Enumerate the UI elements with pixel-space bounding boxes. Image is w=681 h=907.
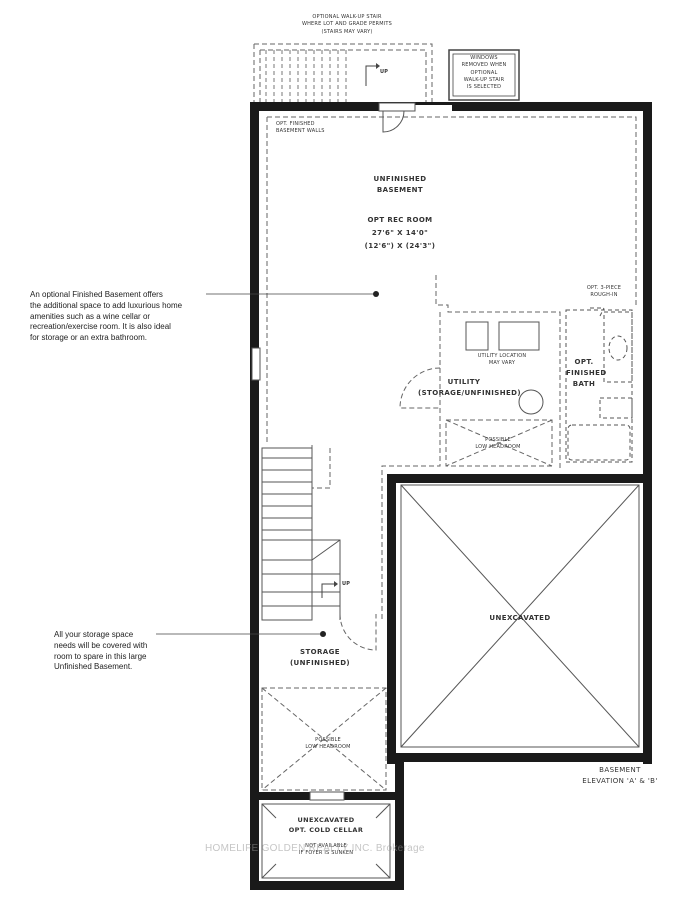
storage-space-note: All your storage space needs will be cov… [54,630,148,672]
wall-bottom [250,881,404,890]
storage-x2 [261,687,387,791]
utility-left [381,312,441,622]
storage-dot [320,631,326,637]
wall-storage-right [395,753,404,890]
unexcavated-label: UNEXCAVATED [489,614,551,622]
opt-finished-bath-label: OPT. FINISHED BATH [566,358,607,388]
walkup-stair-outline [253,43,433,102]
walkup-stair-label: OPTIONAL WALK-UP STAIR WHERE LOT AND GRA… [301,14,393,35]
wall-garage-bottom [396,753,652,762]
basement-elevation-label: BASEMENT ELEVATION 'A' & 'B' [582,766,658,785]
wall-garage-right [643,474,652,764]
cellar-window [309,791,345,801]
stair-dash [311,445,331,489]
unfinished-basement-label: UNFINISHED BASEMENT [373,175,427,194]
storage-door [339,613,377,651]
up-label-stair: UP [341,581,351,587]
bath-partition [435,275,561,468]
rec-room-dot [373,291,379,297]
windows-removed-box [448,49,520,101]
utility-location-label: UTILITY LOCATION MAY VARY [477,353,527,367]
furnace [465,321,489,351]
low-headroom-label-1: POSSIBLE LOW HEADROOM [475,437,521,451]
wall-garage-left [387,474,396,764]
walkup-treads [265,50,347,102]
rec-room-label: OPT REC ROOM [367,216,433,224]
top-door-swing [382,110,405,133]
stair-arrow-head [334,581,338,587]
stair-arrow [321,583,334,598]
garage-x2 [400,484,640,748]
garage-inner [400,484,640,748]
util-low-x2 [445,419,553,467]
windows-removed-label: WINDOWS REMOVED WHEN OPTIONAL WALK-UP ST… [461,55,507,90]
wall-top-left [250,102,385,111]
finished-basement-note: An optional Finished Basement offers the… [30,290,183,343]
finished-walls-outline [267,116,637,305]
windows-removed-inner [452,53,516,97]
left-window [251,347,261,381]
wall-top-window [385,102,452,105]
bath-fixtures [565,307,633,463]
walkup-arrow-head [376,63,380,69]
wall-top-right [452,102,652,111]
water-tank-box [498,321,540,351]
wall-left [250,102,259,890]
cold-cellar-note: NOT AVAILABLE IF FOYER IS SUNKEN [298,843,354,857]
cellar-corners [261,803,391,879]
cellar-inner [261,803,391,879]
interior-stair [261,447,341,621]
opt-finished-walls-label: OPT. FINISHED BASEMENT WALLS [276,121,325,135]
cold-cellar-label: UNEXCAVATED OPT. COLD CELLAR [288,816,364,835]
top-door [378,102,416,112]
low-headroom-label-2: POSSIBLE LOW HEADROOM [305,737,351,751]
wall-garage-top [387,474,652,483]
rec-dims-metric: (12'6") X (24'3") [364,242,436,250]
opt-3piece-label: OPT. 3-PIECE ROUGH-IN [586,285,622,299]
watermark: HOMELIFE GOLDEN REALTY INC. Brokerage [205,843,425,854]
wall-right [643,102,652,474]
utility-fixtures [465,321,544,415]
rec-dims-imperial: 27'6" X 14'0" [371,229,429,237]
walkup-arrow [365,65,376,86]
stair-stringer [261,447,313,621]
utility-label: UTILITY (STORAGE/UNFINISHED) [418,378,521,397]
up-label-top: UP [379,69,389,75]
utility-door [399,367,441,409]
dashed-lines [253,43,637,791]
water-heater [518,389,544,415]
storage-label: STORAGE (UNFINISHED) [289,648,351,667]
